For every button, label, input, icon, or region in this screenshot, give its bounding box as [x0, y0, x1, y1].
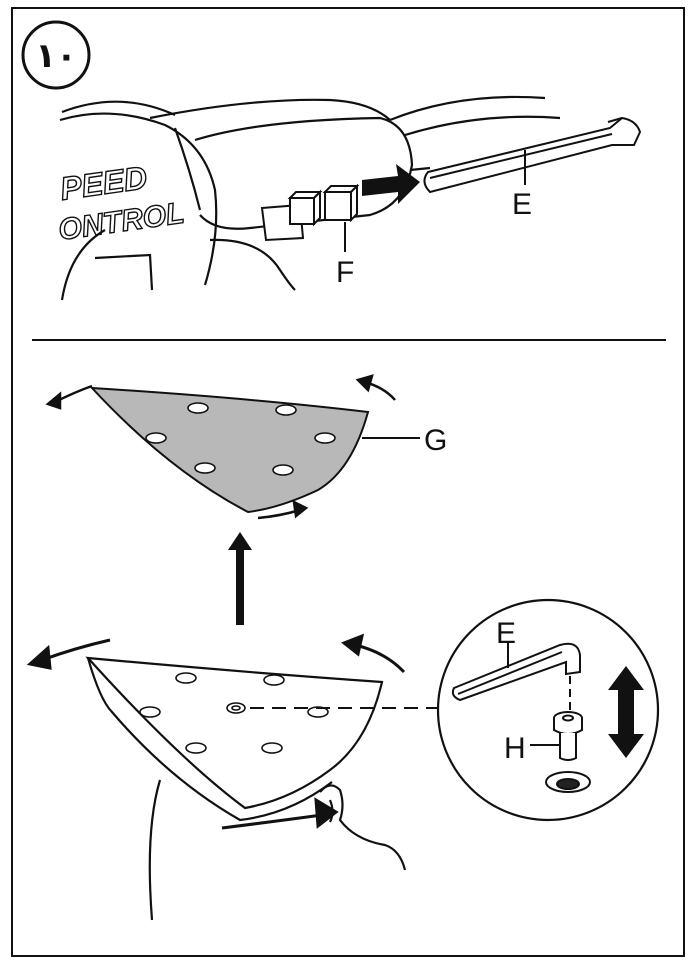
pad-holes: [139, 672, 329, 754]
tool-text-line1: PEED: [58, 159, 149, 207]
outer-frame: [11, 7, 685, 957]
pad-rotate-arrows: [26, 633, 406, 830]
bottom-panel: G: [26, 374, 660, 921]
sanding-sheet: [89, 386, 370, 514]
speed-switch: [260, 183, 360, 242]
sheet-holes: [145, 402, 336, 476]
top-panel: ١٠ PEED ONTROL: [21, 20, 642, 301]
step-number: ١٠: [35, 36, 77, 76]
sander-body: [59, 95, 561, 301]
label-e-top: E: [512, 188, 532, 221]
label-f: F: [336, 256, 354, 289]
up-down-arrow: [608, 666, 644, 758]
label-h: H: [504, 732, 526, 765]
sander-pad: [85, 656, 384, 822]
label-g: G: [424, 424, 447, 457]
screw-hole: [545, 771, 591, 793]
hand: [148, 779, 407, 921]
insert-arrow: [362, 164, 420, 204]
hex-key-top: [423, 116, 642, 194]
screw: [553, 711, 583, 761]
lift-arrow: [228, 532, 252, 625]
detail-circle: [436, 598, 660, 822]
label-e-detail: E: [496, 617, 516, 650]
step-number-circle: [21, 20, 91, 90]
hex-key-detail: [451, 642, 581, 702]
sheet-rotate-arrows: [45, 374, 396, 520]
